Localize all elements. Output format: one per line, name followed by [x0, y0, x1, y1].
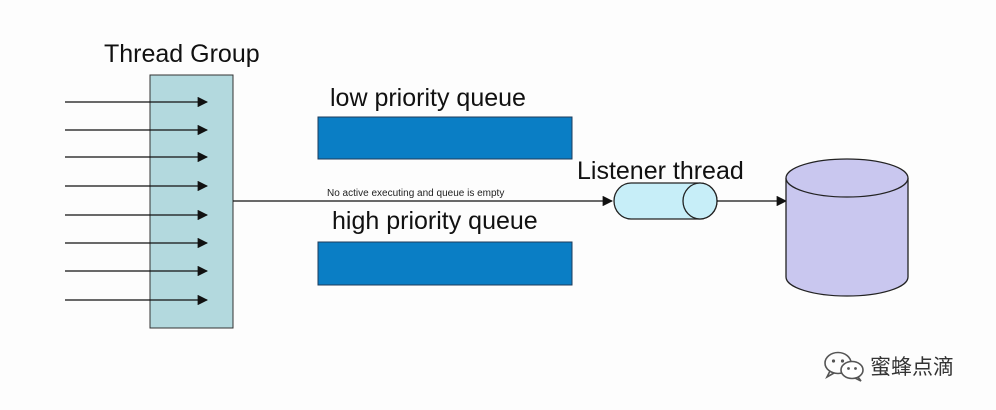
- thread-group-label: Thread Group: [104, 40, 260, 68]
- connector-note: No active executing and queue is empty: [327, 188, 505, 199]
- low-priority-queue-label: low priority queue: [330, 84, 526, 112]
- listener-thread-label: Listener thread: [577, 157, 744, 185]
- watermark: 蜜蜂点滴: [822, 350, 954, 382]
- high-priority-queue-bar: [317, 241, 573, 286]
- high-priority-queue-label: high priority queue: [332, 207, 538, 235]
- wechat-icon: [824, 351, 864, 382]
- database-icon: [785, 158, 909, 297]
- thread-group-box: [149, 74, 234, 329]
- watermark-text: 蜜蜂点滴: [870, 355, 954, 379]
- listener-thread-cylinder: [613, 182, 718, 220]
- incoming-arrows: [65, 96, 209, 306]
- low-priority-queue-bar: [317, 116, 573, 160]
